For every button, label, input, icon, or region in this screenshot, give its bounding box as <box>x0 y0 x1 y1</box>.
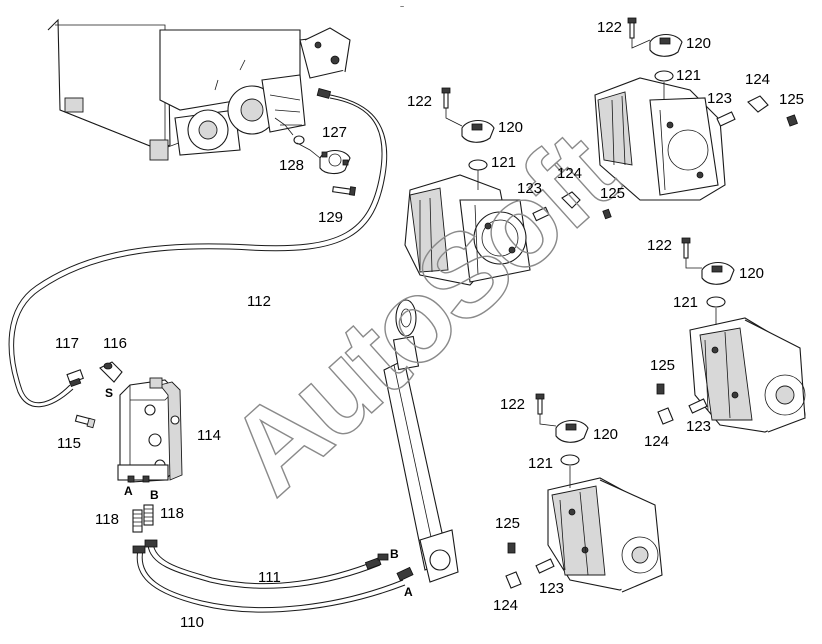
hose-110 <box>132 545 406 613</box>
clamp-120-c <box>701 261 735 285</box>
label-120-c: 120 <box>739 265 764 282</box>
label-115: 115 <box>57 435 81 452</box>
bolt-122-c <box>681 237 691 259</box>
label-125-b: 125 <box>779 91 804 108</box>
label-120-b: 120 <box>686 35 711 52</box>
clamp-127 <box>319 149 351 175</box>
label-120-a: 120 <box>498 119 523 136</box>
label-129: 129 <box>318 209 343 226</box>
label-118-a: 118 <box>95 511 119 528</box>
control-valve-114 <box>117 377 183 483</box>
fittings-set-a <box>532 191 612 222</box>
part-number-labels: 110 111 112 114 115 116 117 118 118 120 … <box>55 19 804 631</box>
label-128: 128 <box>279 157 304 174</box>
label-123-a: 123 <box>517 180 542 197</box>
nut-117 <box>66 369 84 388</box>
hose-112 <box>8 88 388 408</box>
leader-lines <box>445 38 717 488</box>
label-124-d: 124 <box>493 597 518 614</box>
label-124-a: 124 <box>557 165 582 182</box>
label-124-b: 124 <box>745 71 770 88</box>
fittings-set-d <box>505 542 555 589</box>
label-111: 111 <box>258 569 281 586</box>
label-122-d: 122 <box>500 396 525 413</box>
label-122-c: 122 <box>647 237 672 254</box>
clamp-120-b <box>649 33 683 57</box>
o-ring-121-d <box>560 454 580 466</box>
label-123-d: 123 <box>539 580 564 597</box>
label-127: 127 <box>322 124 347 141</box>
fittings-set-c <box>656 383 708 425</box>
label-125-c: 125 <box>650 357 675 374</box>
label-118-b: 118 <box>160 505 184 522</box>
label-122-a: 122 <box>407 93 432 110</box>
fittings-set-b <box>716 95 798 127</box>
port-label-cylinder-b: B <box>390 547 399 561</box>
fitting-118-b <box>143 504 154 526</box>
bolt-122-a <box>441 87 451 109</box>
port-label-cylinder-a: A <box>404 585 413 599</box>
pump-motor-3 <box>689 317 806 433</box>
label-121-c: 121 <box>673 294 698 311</box>
label-123-c: 123 <box>686 418 711 435</box>
leader-127 <box>274 117 321 159</box>
hydraulic-tank-assembly <box>47 18 351 161</box>
label-122-b: 122 <box>597 19 622 36</box>
label-124-c: 124 <box>644 433 669 450</box>
label-114: 114 <box>197 427 221 444</box>
port-label-valve-a: A <box>124 484 133 498</box>
bolt-122-b <box>627 17 637 39</box>
label-117: 117 <box>55 335 79 352</box>
label-116: 116 <box>103 335 127 352</box>
o-ring-128 <box>293 135 305 145</box>
o-ring-121-c <box>706 296 726 308</box>
clamp-120-d <box>555 419 589 443</box>
hydraulic-cylinder <box>377 299 459 583</box>
label-121-a: 121 <box>491 154 516 171</box>
clamp-120-a <box>461 119 495 143</box>
pump-motor-2 <box>594 77 726 201</box>
port-label-valve-b: B <box>150 488 159 502</box>
label-120-d: 120 <box>593 426 618 443</box>
label-125-d: 125 <box>495 515 520 532</box>
label-112: 112 <box>247 293 271 310</box>
fitting-118-a <box>132 509 143 533</box>
bolt-122-d <box>535 393 545 415</box>
label-125-a: 125 <box>600 185 625 202</box>
plug-115 <box>74 414 96 429</box>
hose-111 <box>144 539 382 589</box>
label-121-d: 121 <box>528 455 553 472</box>
port-labels: A B S A B <box>105 386 413 599</box>
label-123-b: 123 <box>707 90 732 107</box>
pump-motor-4 <box>547 477 663 593</box>
label-110: 110 <box>180 614 204 631</box>
label-121-b: 121 <box>676 67 701 84</box>
elbow-fitting-116 <box>99 361 123 383</box>
pump-motor-1 <box>404 174 531 286</box>
bolt-129 <box>332 186 356 196</box>
o-ring-121-b <box>654 70 674 82</box>
header-mark: ~ <box>400 4 404 11</box>
port-label-valve-s: S <box>105 386 113 400</box>
